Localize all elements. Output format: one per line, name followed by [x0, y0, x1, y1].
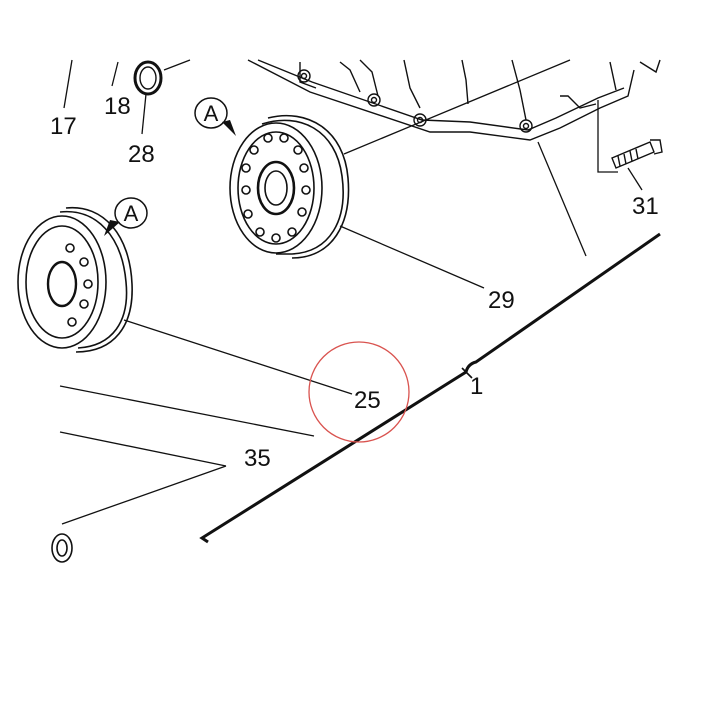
- leader-35-b: [59, 431, 227, 467]
- leader-25: [123, 319, 353, 395]
- leader-17: [63, 59, 73, 109]
- leader-lines: [59, 59, 643, 525]
- seal-ring-icon: [133, 60, 163, 96]
- leader-29: [339, 225, 485, 289]
- part-label-28: 28: [128, 141, 155, 168]
- leader-35-c: [61, 465, 227, 525]
- bolt-icon: [611, 139, 663, 169]
- highlight-circle: [308, 341, 410, 443]
- gasket-bracket-line: [199, 232, 661, 544]
- part-label-25: 25: [354, 387, 381, 414]
- small-ring-part: [51, 533, 73, 563]
- bearing-icon: [229, 114, 350, 259]
- bracket-tick: [461, 367, 473, 379]
- svg-text:A: A: [204, 101, 219, 126]
- part-label-35: 35: [244, 445, 271, 472]
- part-label-18: 18: [104, 93, 131, 120]
- part-label-1: 1: [470, 373, 483, 400]
- leader-ring-to-housing: [163, 59, 191, 71]
- callout-arrow-icon: [104, 220, 120, 236]
- leader-28: [141, 93, 147, 135]
- part-label-29: 29: [488, 287, 515, 314]
- leader-18: [111, 61, 119, 87]
- leader-housing-down: [537, 141, 587, 257]
- leader-35-a: [59, 385, 315, 437]
- leader-29-top: [343, 59, 571, 155]
- svg-text:A: A: [124, 201, 139, 226]
- part-label-31: 31: [632, 193, 659, 220]
- housing-casting: [247, 59, 661, 141]
- leader-31-b: [627, 167, 643, 191]
- leader-31: [597, 100, 618, 173]
- callout-arrow-icon: [222, 120, 236, 136]
- part-label-17: 17: [50, 113, 77, 140]
- bearing-icon: [17, 206, 133, 353]
- callout-a-left: A: [104, 197, 148, 236]
- callout-a-top: A: [194, 97, 236, 136]
